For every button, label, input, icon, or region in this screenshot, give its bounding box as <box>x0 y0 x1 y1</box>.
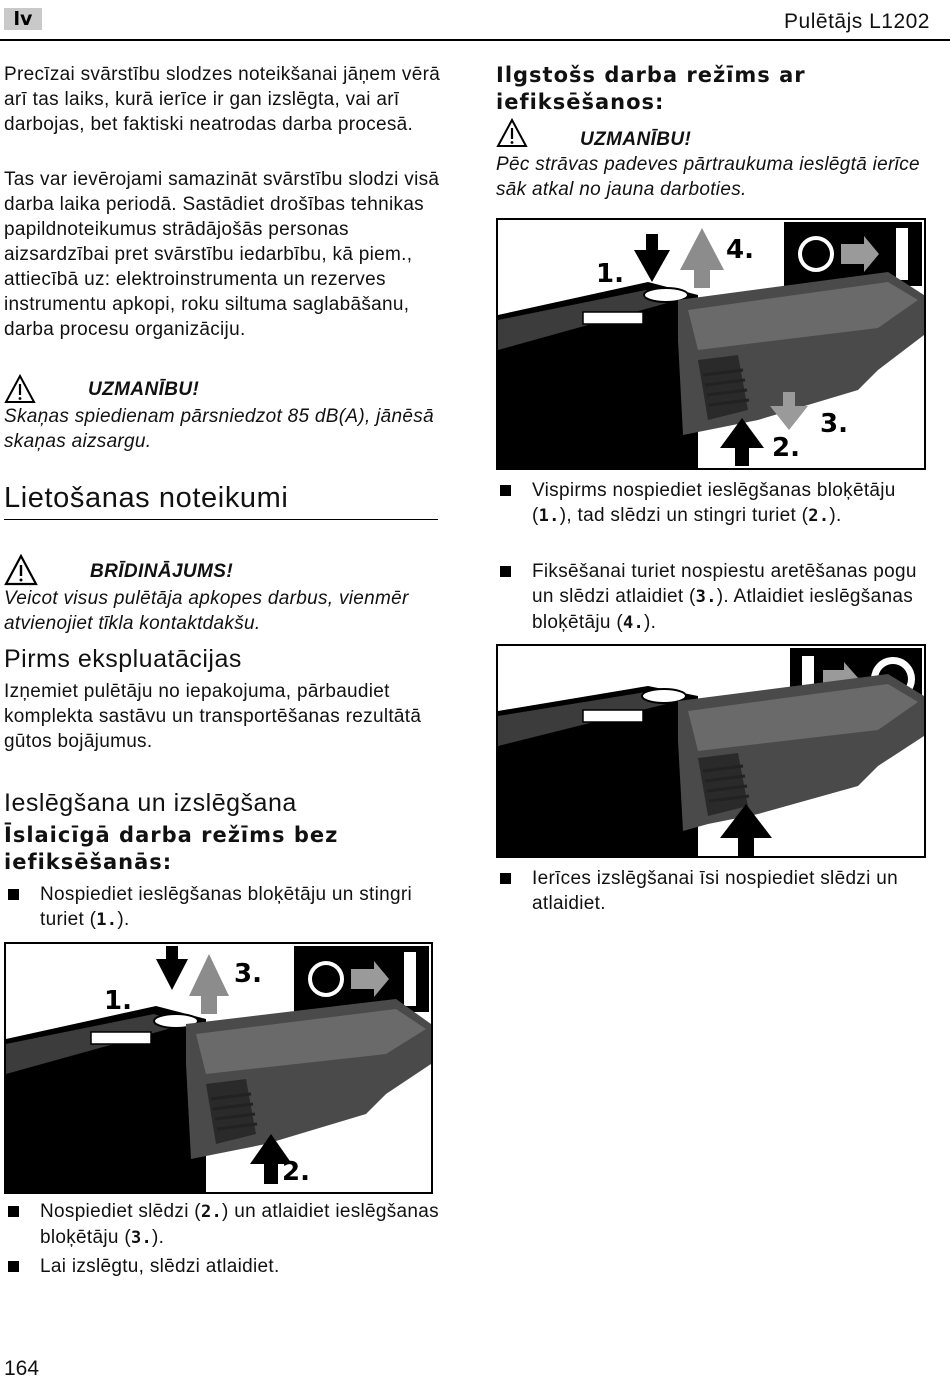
header-rule <box>0 39 950 41</box>
bullet-square <box>500 873 511 884</box>
warning-triangle-icon <box>4 554 38 586</box>
warning-label: BRĪDINĀJUMS! <box>90 561 234 582</box>
language-tab: lv <box>4 8 42 30</box>
bullet-square <box>500 485 511 496</box>
step-label: 1. <box>104 986 132 1016</box>
before-use-text: Izņemiet pulētāju no iepakojuma, pārbaud… <box>4 681 422 752</box>
step-label: 3. <box>820 409 848 439</box>
header-title: Pulētājs L1202 <box>784 10 930 33</box>
warning-block: BRĪDINĀJUMS! Veicot visus pulētāja apkop… <box>4 554 442 636</box>
list-item: Ierīces izslēgšanai īsi nospiediet slēdz… <box>496 866 936 916</box>
step-label: 2. <box>772 433 800 463</box>
switching-title: Ieslēgšana un izslēgšana <box>4 789 297 817</box>
caution-block-1: UZMANĪBU! Skaņas spiedienam pārsniedzot … <box>4 374 442 454</box>
caution-text: Pēc strāvas padeves pārtraukuma ieslēgtā… <box>496 154 920 200</box>
step-label: 1. <box>596 259 624 289</box>
figure-switch-off <box>496 644 926 858</box>
polisher-handle-illustration: 1. 3. 2. <box>6 946 431 1192</box>
step-label: 4. <box>726 235 754 265</box>
caution-label: UZMANĪBU! <box>88 379 200 400</box>
caution-text: Skaņas spiedienam pārsniedzot 85 dB(A), … <box>4 406 434 452</box>
bullet-square <box>8 1206 19 1217</box>
bullet-square <box>8 1261 19 1272</box>
warning-triangle-icon <box>4 374 36 403</box>
figure-switch-short-mode: 1. 3. 2. <box>4 942 433 1194</box>
bullet-square <box>500 566 511 577</box>
warning-triangle-icon <box>496 118 528 147</box>
intro-paragraph-1: Precīzai svārstību slodzes noteikšanai j… <box>4 64 441 135</box>
bullet-text: Nospiediet ieslēgšanas bloķētāju un stin… <box>40 884 413 930</box>
continuous-mode-title: Ilgstošs darba režīms ar iefiksēšanos: <box>496 63 806 114</box>
bullet-text: Nospiediet slēdzi (2.) un atlaidiet iesl… <box>40 1201 439 1248</box>
intro-paragraph-2: Tas var ievērojami samazināt svārstību s… <box>4 169 440 340</box>
page-number: 164 <box>4 1357 40 1380</box>
warning-text: Veicot visus pulētāja apkopes darbus, vi… <box>4 588 409 634</box>
step-label: 3. <box>234 959 262 989</box>
list-item: Lai izslēgtu, slēdzi atlaidiet. <box>4 1254 442 1279</box>
usage-title: Lietošanas noteikumi <box>4 482 289 514</box>
list-item: Nospiediet slēdzi (2.) un atlaidiet iesl… <box>4 1199 442 1251</box>
bullet-text: Fiksēšanai turiet nospiestu aretēšanas p… <box>532 561 917 633</box>
bullet-text: Lai izslēgtu, slēdzi atlaidiet. <box>40 1256 280 1277</box>
polisher-handle-illustration <box>498 648 924 856</box>
list-item: Nospiediet ieslēgšanas bloķētāju un stin… <box>4 882 442 933</box>
before-use-title: Pirms ekspluatācijas <box>4 645 242 673</box>
polisher-handle-illustration: 1. 4. 3. 2. <box>498 222 924 468</box>
bullet-text: Vispirms nospiediet ieslēgšanas bloķētāj… <box>532 480 896 526</box>
caution-label: UZMANĪBU! <box>580 129 692 150</box>
bullet-text: Ierīces izslēgšanai īsi nospiediet slēdz… <box>532 868 898 914</box>
usage-section-heading: Lietošanas noteikumi <box>4 482 438 520</box>
list-item: Vispirms nospiediet ieslēgšanas bloķētāj… <box>496 478 936 529</box>
short-mode-title: Īslaicīgā darba režīms bez iefiksēšanās: <box>4 823 339 874</box>
caution-block-2: UZMANĪBU! Pēc strāvas padeves pārtraukum… <box>496 118 936 202</box>
figure-switch-lock-on: 1. 4. 3. 2. <box>496 218 926 470</box>
list-item: Fiksēšanai turiet nospiestu aretēšanas p… <box>496 559 936 636</box>
bullet-square <box>8 889 19 900</box>
step-label: 2. <box>282 1157 310 1187</box>
